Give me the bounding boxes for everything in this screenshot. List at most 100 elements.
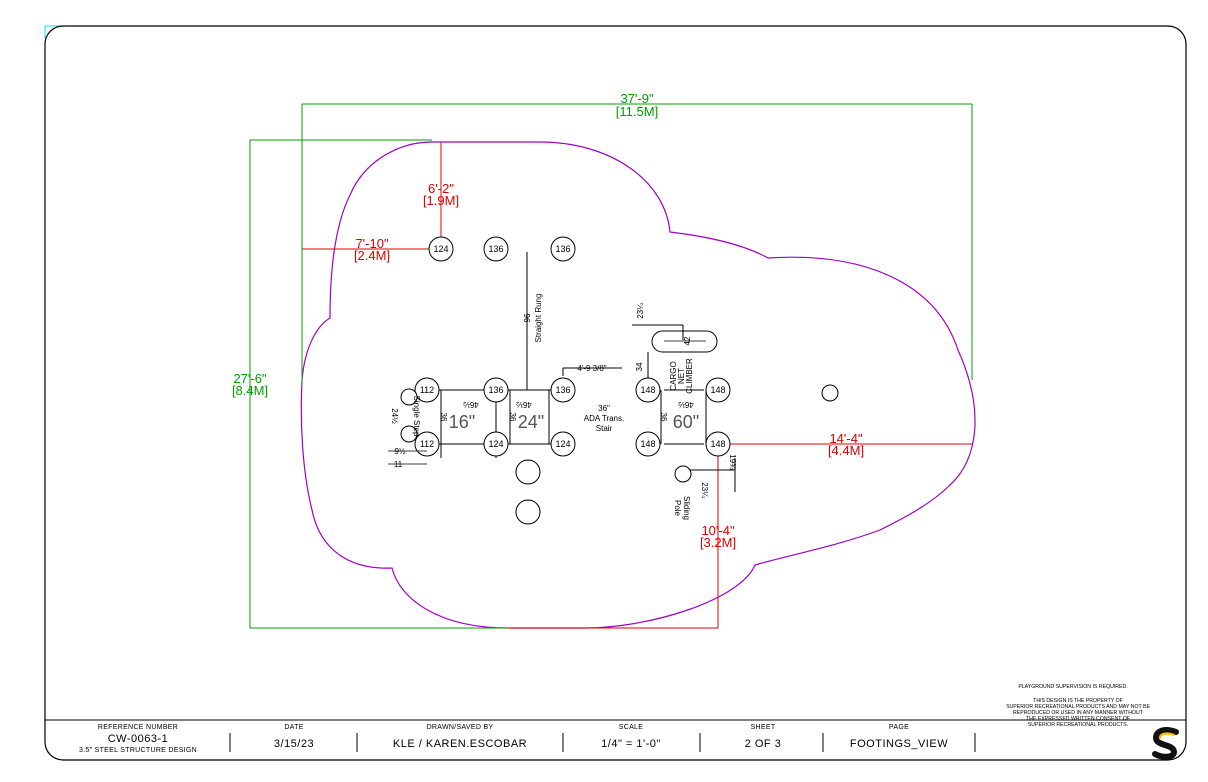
property-note-2: SUPERIOR RECREATIONAL PRODUCTS AND MAY N… xyxy=(1006,704,1150,710)
footing-upper-2 xyxy=(483,377,509,403)
cargo-net-climber-footing xyxy=(651,330,718,353)
reference-number-label: REFERENCE NUMBER xyxy=(98,724,178,731)
footing-upper-1-size: 112 xyxy=(420,385,434,395)
green-dimension-lines xyxy=(249,103,973,629)
side-label-2: 36 xyxy=(508,413,517,422)
drawn-by-value: KLE / KAREN.ESCOBAR xyxy=(393,738,527,750)
footing-lower-1-size: 112 xyxy=(420,439,434,449)
ada-stair-label-2: Stair xyxy=(596,424,613,433)
sheet-value: 2 OF 3 xyxy=(745,738,782,750)
span-label-3: 46½ xyxy=(678,400,694,409)
free-standing-footing xyxy=(821,384,839,402)
footing-right-3-size: 148 xyxy=(640,439,655,449)
cargo-label-2: NET xyxy=(677,368,686,384)
date-value: 3/15/23 xyxy=(274,738,314,750)
side-label-1: 36 xyxy=(439,413,448,422)
deck-height-60: 60" xyxy=(673,412,699,432)
cargo-top-dim: 23¼ xyxy=(636,303,645,319)
bottom-offset-dim: 10'-4" xyxy=(701,523,735,538)
stair-offset-dim: 4'-9 3/8" xyxy=(577,364,606,373)
bottom-offset-metric: [3.2M] xyxy=(700,535,736,550)
sliding-pole-footing xyxy=(674,465,692,483)
span-label-2: 46½ xyxy=(516,400,532,409)
property-note-1: THIS DESIGN IS THE PROPERTY OF xyxy=(1033,698,1123,704)
footing-lower-2 xyxy=(483,431,509,457)
property-note-3: REPRODUCED OR USED IN ANY MANNER WITHOUT xyxy=(1013,710,1144,716)
footing-top-2-size: 136 xyxy=(488,244,503,254)
reference-number-subtitle: 3.5" STEEL STRUCTURE DESIGN xyxy=(79,747,197,754)
small-dim-1: 9½ xyxy=(394,447,405,456)
footing-lower-3-size: 124 xyxy=(555,439,570,449)
cargo-label-1: CARGO xyxy=(669,361,678,390)
footing-right-4 xyxy=(705,431,731,457)
cargo-width-dim: 42 xyxy=(683,336,692,345)
footing-right-4-size: 148 xyxy=(710,439,725,449)
footing-top-1 xyxy=(428,236,454,262)
use-zone-boundary xyxy=(300,141,976,629)
overall-width-metric: [11.5M] xyxy=(616,104,658,119)
footing-top-3-size: 136 xyxy=(555,244,570,254)
right-offset-metric: [4.4M] xyxy=(828,443,864,458)
top-offset-dim: 6'-2" xyxy=(428,181,454,196)
footing-top-1-size: 124 xyxy=(433,244,448,254)
property-note-5: SUPERIOR RECREATIONAL PRODUCTS. xyxy=(1028,722,1128,728)
page-label: PAGE xyxy=(889,724,909,731)
top-offset-metric: [1.9M] xyxy=(423,193,459,208)
footing-top-3 xyxy=(550,236,576,262)
scale-label: SCALE xyxy=(619,724,643,731)
left-offset-dim: 7'-10" xyxy=(355,236,389,251)
reference-number-value: CW-0063-1 xyxy=(108,733,169,745)
property-note-4: THE EXPRESSED WRITTEN CONSENT OF xyxy=(1026,716,1130,722)
ada-stair-footing-1 xyxy=(515,459,541,485)
sliding-pole-dim: 23¼ xyxy=(700,482,709,498)
rung-length: 96 xyxy=(523,313,532,322)
footing-right-2-size: 148 xyxy=(710,385,725,395)
supervision-note: PLAYGROUND SUPERVISION IS REQUIRED. xyxy=(1018,684,1127,690)
single-step-footing-1 xyxy=(400,388,418,406)
single-step-dim: 24½ xyxy=(390,408,399,424)
side-label-3: 36 xyxy=(659,413,668,422)
single-step-label: Single Step xyxy=(412,396,421,437)
footing-lower-3 xyxy=(550,431,576,457)
deck-height-16: 16" xyxy=(449,412,475,432)
footing-lower-1 xyxy=(414,431,440,457)
footing-upper-2-size: 136 xyxy=(488,385,503,395)
straight-rung-label: Straight Rung xyxy=(534,294,543,343)
left-offset-metric: [2.4M] xyxy=(354,248,390,263)
ada-stair-height: 36" xyxy=(598,404,610,413)
footing-upper-1 xyxy=(414,377,440,403)
cargo-offset-dim: 34 xyxy=(635,362,644,371)
single-step-footing-2 xyxy=(400,425,418,443)
overall-depth-metric: [8.4M] xyxy=(232,383,268,398)
page-value: FOOTINGS_VIEW xyxy=(850,738,948,750)
footing-upper-3-size: 136 xyxy=(555,385,570,395)
superior-s-logo xyxy=(1152,727,1179,760)
footing-top-2 xyxy=(483,236,509,262)
corner-mark xyxy=(44,25,60,38)
title-block-dividers xyxy=(229,733,976,752)
footing-right-2 xyxy=(705,377,731,403)
span-label-1: 46½ xyxy=(463,400,479,409)
footing-lower-2-size: 124 xyxy=(488,439,503,449)
sheet-border xyxy=(44,25,1187,761)
footing-upper-3 xyxy=(550,377,576,403)
date-label: DATE xyxy=(284,724,303,731)
ada-stair-footing-2 xyxy=(515,499,541,525)
sliding-pole-dim-2: 19¾ xyxy=(728,454,737,470)
scale-value: 1/4" = 1'-0" xyxy=(601,738,661,750)
overall-depth-dim: 27'-6" xyxy=(233,371,267,386)
drawn-by-label: DRAWN/SAVED BY xyxy=(427,724,494,731)
red-dimension-lines xyxy=(302,142,972,629)
footing-right-3 xyxy=(635,431,661,457)
sliding-pole-label-2: Pole xyxy=(673,500,682,517)
ada-stair-label-1: ADA Trans. xyxy=(584,414,624,423)
footing-right-1-size: 148 xyxy=(640,385,655,395)
cargo-label-3: CLIMBER xyxy=(685,358,694,394)
deck-height-24: 24" xyxy=(518,412,544,432)
overall-width-dim: 37'-9" xyxy=(620,91,654,106)
sheet-label: SHEET xyxy=(751,724,776,731)
sliding-pole-label-1: Sliding xyxy=(682,496,691,520)
right-offset-dim: 14'-4" xyxy=(829,431,863,446)
footing-right-1 xyxy=(635,377,661,403)
